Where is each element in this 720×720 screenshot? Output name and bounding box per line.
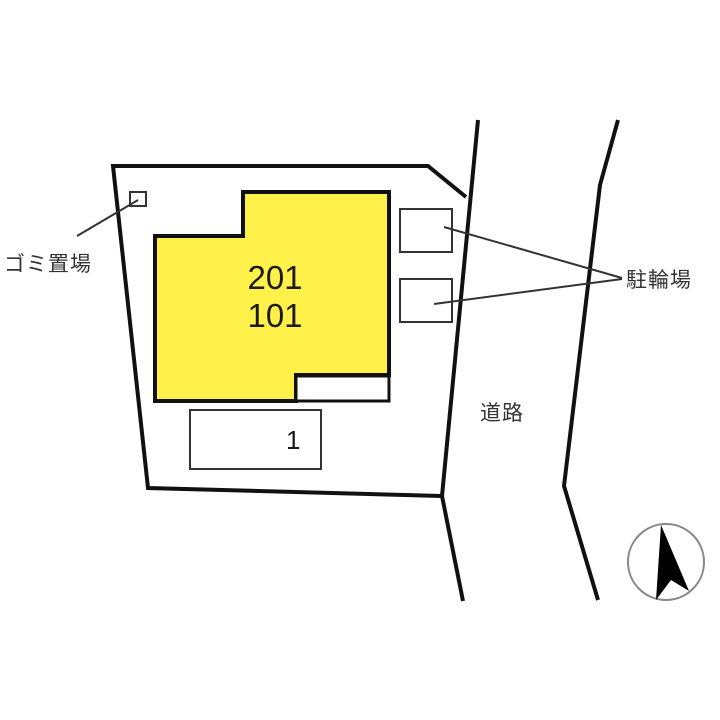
garbage-leader-line — [76, 199, 139, 237]
unit-number-upper: 201 — [247, 259, 303, 296]
road-edge-right — [561, 119, 620, 601]
building-notch — [294, 374, 391, 403]
garbage-area-label: ゴミ置場 — [4, 252, 92, 276]
bicycle-leader-line-2 — [433, 278, 623, 305]
north-arrow-icon — [627, 523, 705, 601]
bicycle-parking-box-2 — [399, 278, 453, 323]
unit-number-lower: 101 — [247, 297, 303, 334]
road-label: 道路 — [480, 401, 524, 425]
parking-space-number: 1 — [286, 425, 301, 455]
bicycle-parking-label: 駐輪場 — [626, 268, 692, 292]
bicycle-parking-box-1 — [399, 208, 453, 253]
bicycle-leader-line-1 — [443, 226, 623, 279]
lot-boundary — [110, 164, 468, 498]
parking-space-1 — [189, 409, 322, 470]
road-edge-left — [439, 119, 480, 602]
